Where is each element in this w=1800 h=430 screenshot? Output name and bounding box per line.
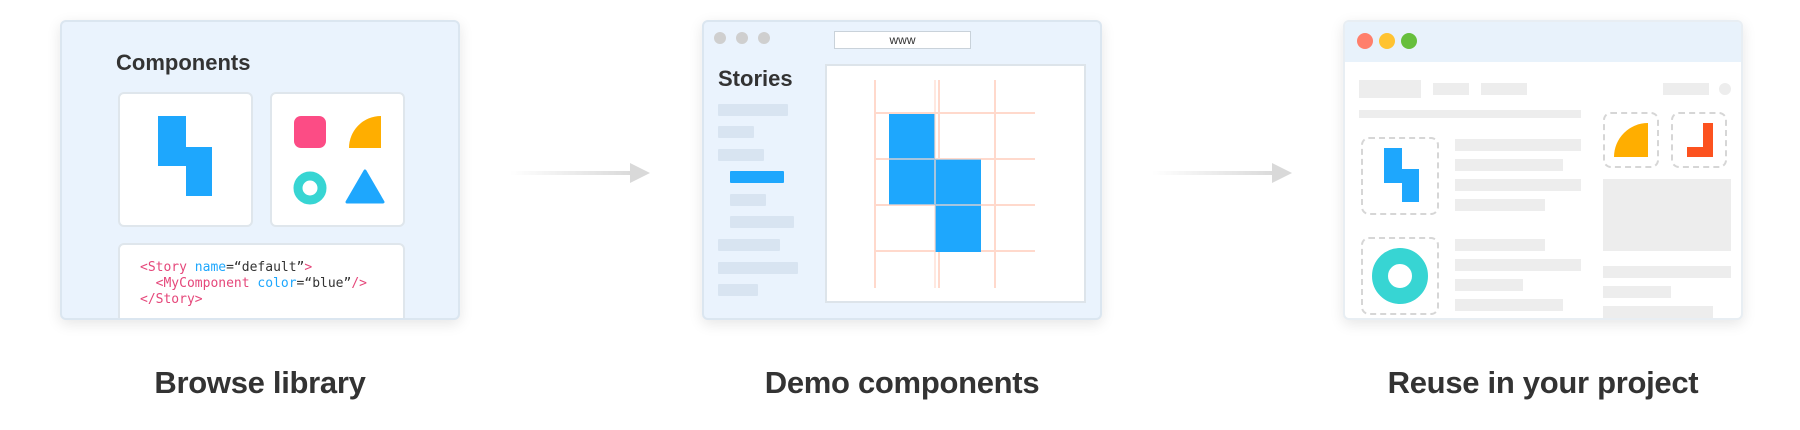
window-controls: [714, 32, 770, 44]
sidebar-item[interactable]: [718, 239, 780, 251]
close-dot-icon[interactable]: [1357, 33, 1373, 49]
sidebar-item[interactable]: [718, 262, 798, 274]
flow-arrow-1: [510, 161, 650, 185]
sidebar-item[interactable]: [718, 104, 788, 116]
flow-arrow-2: [1152, 161, 1292, 185]
sidebar-item[interactable]: [718, 126, 754, 138]
browser-topbar: [1345, 22, 1741, 62]
orange-quarter-circle-icon: [1614, 123, 1648, 157]
tetromino-icon: [158, 116, 212, 196]
maximize-dot-icon[interactable]: [1401, 33, 1417, 49]
text-line-placeholder: [1455, 299, 1563, 311]
browse-library-panel: Components <Story name=“default”> <MyCom…: [60, 20, 460, 320]
blue-triangle-icon: [345, 169, 385, 204]
text-line-placeholder: [1455, 239, 1545, 251]
demo-components-panel: www Stories: [702, 20, 1102, 320]
component-canvas: [825, 64, 1086, 303]
code-token: =“default”: [226, 260, 305, 275]
subnav-placeholder: [1359, 110, 1581, 118]
code-token: <MyComponent: [140, 276, 258, 291]
nav-logo-placeholder: [1359, 80, 1421, 98]
window-dot-icon[interactable]: [736, 32, 748, 44]
code-line: </Story>: [140, 292, 367, 308]
text-line-placeholder: [1603, 266, 1731, 278]
url-bar[interactable]: www: [834, 31, 971, 49]
sidebar-item-selected[interactable]: [730, 171, 784, 183]
component-slot-corner[interactable]: [1671, 112, 1727, 168]
window-dot-icon[interactable]: [714, 32, 726, 44]
sidebar-item[interactable]: [718, 149, 764, 161]
stories-title: Stories: [718, 66, 793, 91]
nav-link-placeholder[interactable]: [1481, 83, 1527, 95]
teal-ring-icon: [1372, 248, 1428, 304]
red-orange-corner-icon: [1687, 123, 1713, 157]
component-slot-tetromino[interactable]: [1361, 137, 1439, 215]
text-line-placeholder: [1603, 306, 1713, 318]
text-line-placeholder: [1455, 139, 1581, 151]
code-line: <Story name=“default”>: [140, 260, 367, 276]
component-slot-quarter-circle[interactable]: [1603, 112, 1659, 168]
component-card-shapes[interactable]: [270, 92, 405, 227]
tetromino-with-guides-icon: [874, 80, 1035, 288]
text-line-placeholder: [1455, 179, 1581, 191]
tetromino-icon: [1384, 148, 1419, 202]
sidebar-item[interactable]: [730, 194, 766, 206]
component-card-tetromino[interactable]: [118, 92, 253, 227]
orange-quarter-circle-icon: [349, 116, 381, 148]
window-dot-icon[interactable]: [758, 32, 770, 44]
shapes-icon-group: [293, 116, 385, 205]
reuse-project-panel: [1343, 20, 1743, 320]
text-line-placeholder: [1455, 279, 1523, 291]
code-token: =“blue”: [296, 276, 352, 291]
code-token: name: [194, 260, 227, 275]
code-token: >: [304, 260, 313, 275]
code-token: />: [351, 276, 367, 291]
code-token: color: [257, 276, 297, 291]
teal-ring-icon: [293, 171, 327, 205]
text-line-placeholder: [1455, 259, 1581, 271]
nav-avatar-placeholder[interactable]: [1719, 83, 1731, 95]
minimize-dot-icon[interactable]: [1379, 33, 1395, 49]
code-token: </Story>: [140, 292, 203, 307]
step-caption-browse: Browse library: [154, 365, 366, 400]
sidebar-item[interactable]: [730, 216, 794, 228]
text-line-placeholder: [1455, 159, 1563, 171]
text-line-placeholder: [1603, 286, 1671, 298]
code-token: <Story: [140, 260, 195, 275]
pink-square-icon: [294, 116, 326, 148]
sidebar-item[interactable]: [718, 284, 758, 296]
component-slot-ring[interactable]: [1361, 237, 1439, 315]
step-caption-demo: Demo components: [764, 365, 1040, 400]
text-line-placeholder: [1455, 199, 1545, 211]
code-snippet-card: <Story name=“default”> <MyComponent colo…: [118, 243, 405, 318]
nav-link-placeholder[interactable]: [1663, 83, 1709, 95]
code-line: <MyComponent color=“blue”/>: [140, 276, 367, 292]
story-code-snippet: <Story name=“default”> <MyComponent colo…: [140, 260, 367, 308]
components-title: Components: [116, 50, 251, 75]
image-placeholder: [1603, 179, 1731, 251]
nav-link-placeholder[interactable]: [1433, 83, 1469, 95]
step-caption-reuse: Reuse in your project: [1387, 365, 1699, 400]
